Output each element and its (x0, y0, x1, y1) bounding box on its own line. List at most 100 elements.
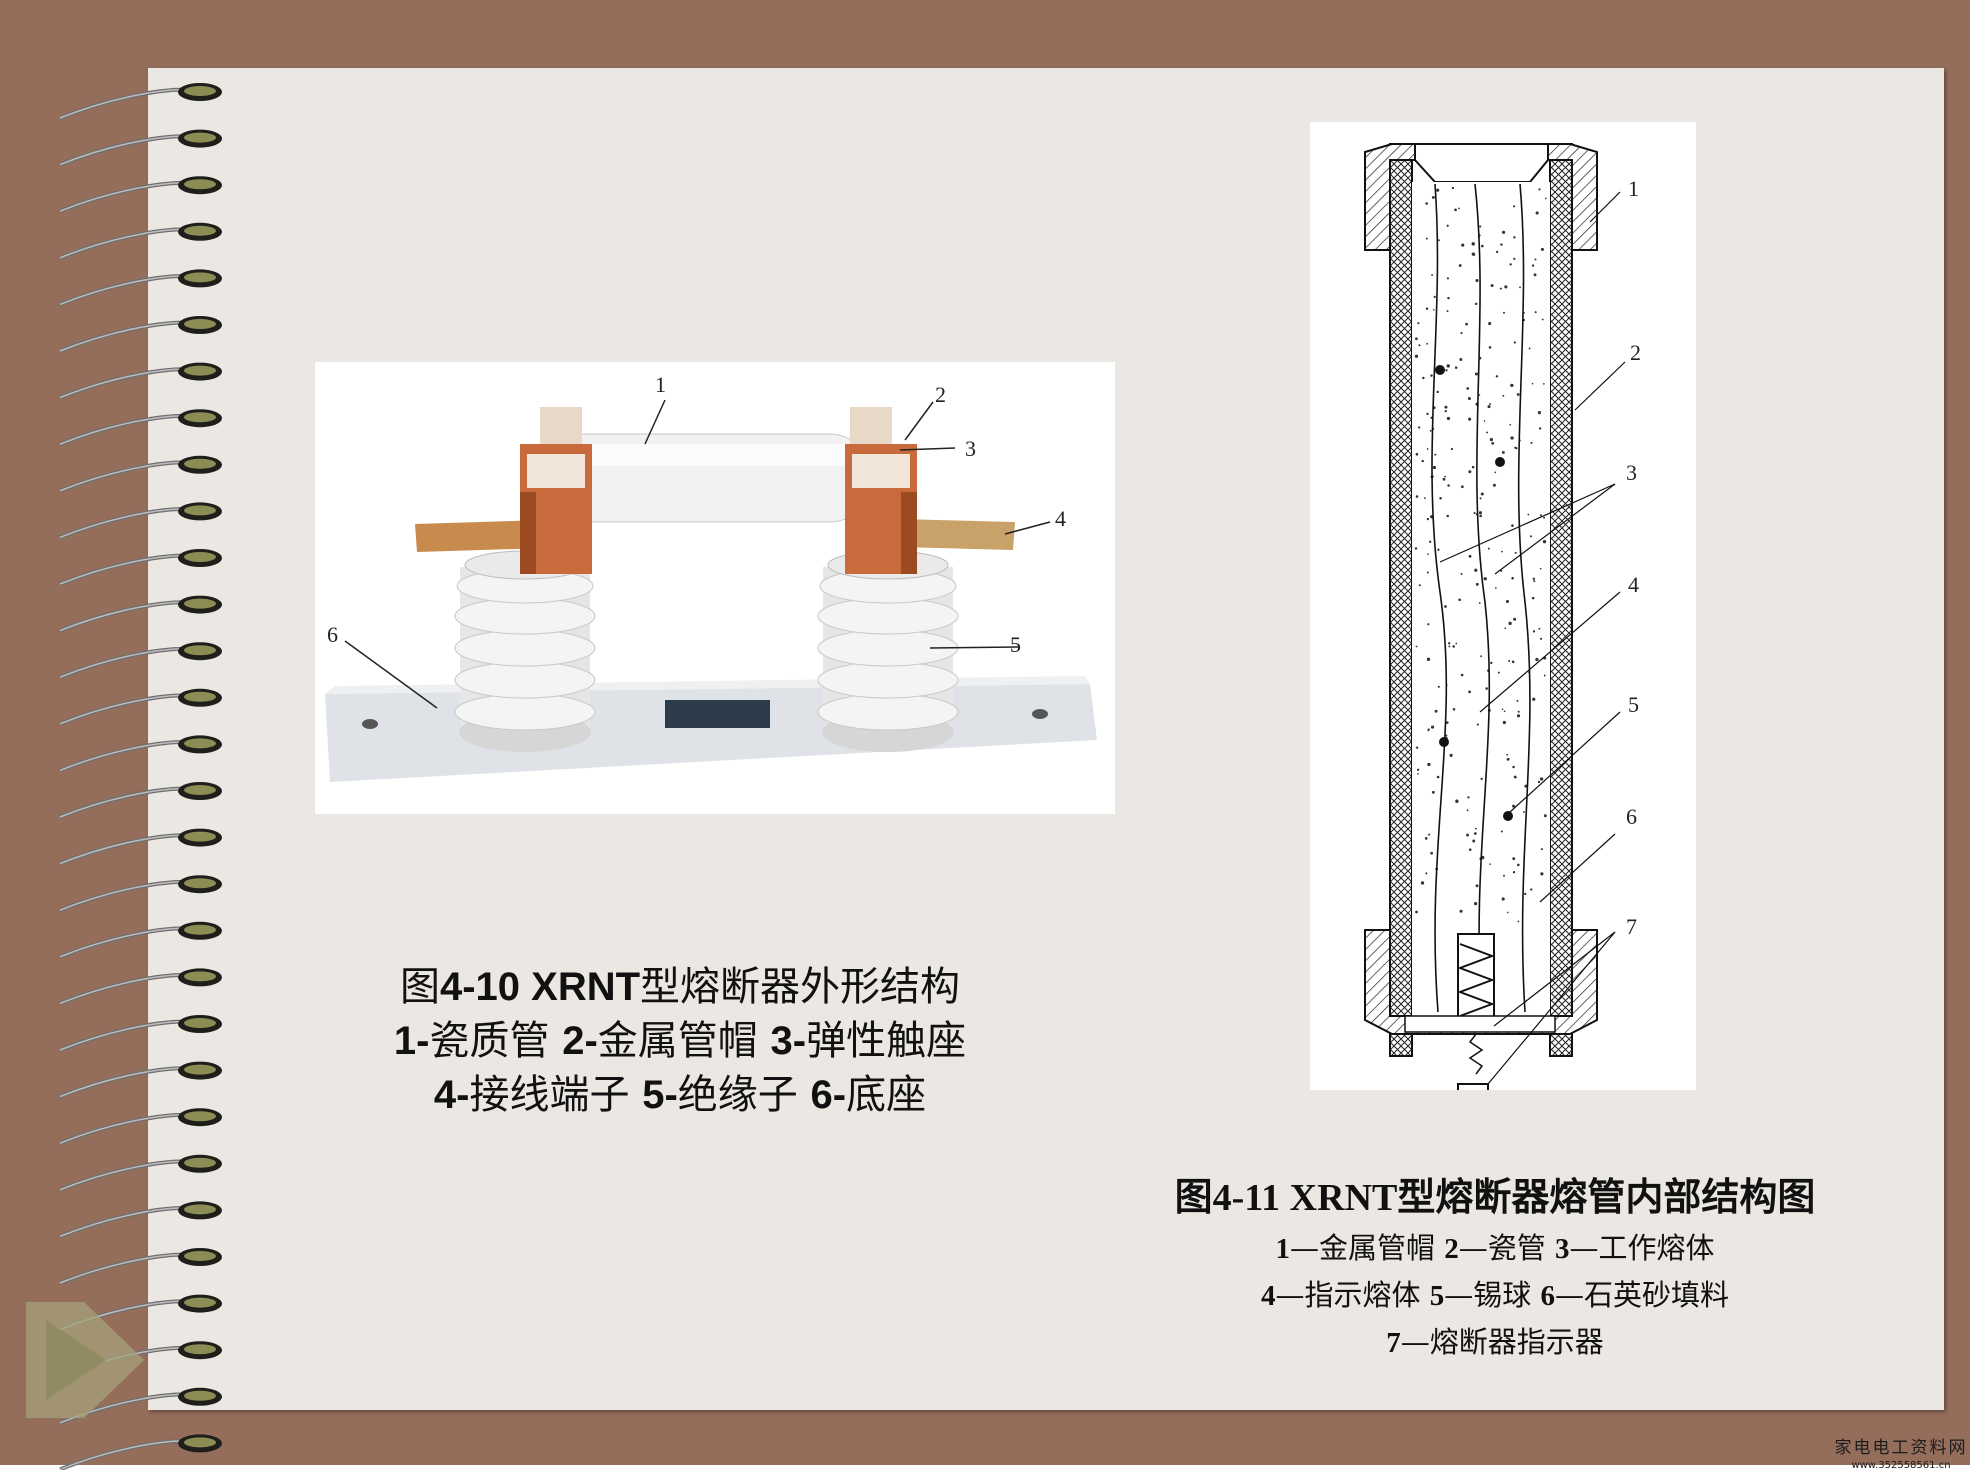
sand-grain (1425, 202, 1428, 205)
sand-grain (1430, 725, 1435, 729)
sand-grain (1513, 775, 1517, 779)
sand-grain (1460, 331, 1463, 335)
sand-grain (1513, 617, 1517, 621)
sand-grain (1516, 699, 1519, 702)
spiral-ring (59, 409, 222, 447)
sand-grain (1516, 393, 1520, 396)
sand-grain (1534, 311, 1537, 314)
sand-grain (1543, 383, 1545, 385)
sand-grain (1424, 837, 1428, 840)
sand-grain (1501, 550, 1503, 553)
sand-grain (1531, 596, 1535, 600)
sand-grain (1481, 244, 1484, 248)
callout-2: 2 (1630, 340, 1641, 365)
site-watermark: 家电电工资料网 www.352558561.cn (1834, 1438, 1968, 1478)
quartz-sand-filler (1412, 182, 1550, 1016)
sand-grain (1490, 284, 1494, 288)
sand-grain (1539, 567, 1542, 570)
sand-grain (1501, 897, 1505, 901)
sand-grain (1427, 728, 1430, 731)
sand-grain (1460, 673, 1464, 677)
sand-grain (1438, 239, 1440, 242)
sand-grain (1512, 870, 1516, 874)
callout-2: 2 (935, 382, 946, 407)
sand-grain (1452, 708, 1456, 711)
sand-grain (1509, 423, 1512, 426)
sand-grain (1489, 403, 1491, 405)
spiral-ring (59, 362, 222, 400)
sand-grain (1523, 811, 1525, 813)
sand-grain (1480, 492, 1484, 496)
sand-grain (1437, 548, 1440, 551)
spiral-ring (59, 595, 222, 633)
sand-grain (1432, 465, 1437, 470)
spiral-ring (59, 828, 222, 866)
sand-grain (1535, 211, 1539, 215)
sand-grain (1487, 405, 1491, 409)
sand-grain (1479, 497, 1482, 500)
sand-grain (1425, 237, 1428, 240)
sand-grain (1427, 762, 1431, 767)
sand-grain (1458, 598, 1461, 602)
sand-grain (1538, 188, 1541, 191)
sand-grain (1491, 441, 1495, 445)
sand-grain (1514, 551, 1517, 554)
sand-grain (1434, 453, 1437, 456)
sand-grain (1426, 448, 1429, 450)
caption-legend-line-1: 1—金属管帽 2—瓷管 3—工作熔体 (1275, 1231, 1715, 1265)
tin-ball-2 (1495, 457, 1505, 467)
sand-grain (1468, 848, 1472, 851)
sand-grain (1503, 311, 1505, 314)
sand-grain (1488, 321, 1492, 326)
sand-grain (1472, 839, 1476, 843)
sand-grain (1506, 757, 1510, 761)
sand-grain (1503, 710, 1506, 713)
spiral-ring (59, 875, 222, 913)
sand-grain (1535, 657, 1539, 662)
sand-grain (1475, 582, 1479, 586)
sand-grain (1534, 258, 1537, 261)
spiral-binding (59, 83, 222, 1470)
sand-grain (1541, 318, 1544, 321)
sand-grain (1417, 772, 1419, 775)
sand-grain (1425, 872, 1428, 875)
sand-grain (1446, 224, 1449, 227)
tin-ball-4 (1503, 811, 1513, 821)
spiral-ring (59, 688, 222, 726)
spiral-ring (59, 782, 222, 819)
sand-grain (1500, 243, 1503, 246)
callout-6: 6 (1626, 804, 1637, 829)
sand-grain (1533, 580, 1536, 583)
sand-grain (1512, 804, 1515, 808)
caption-legend-line-2: 4-接线端子 5-绝缘子 6-底座 (433, 1072, 927, 1118)
sand-grain (1479, 514, 1482, 518)
caption-title: 图4-10 XRNT型熔断器外形结构 (399, 964, 961, 1010)
spiral-ring (59, 1201, 222, 1239)
spiral-ring (59, 222, 222, 260)
spiral-ring (59, 1108, 222, 1146)
sand-grain (1517, 710, 1520, 713)
sand-grain (1437, 685, 1440, 688)
tin-ball-3 (1439, 737, 1449, 747)
sand-grain (1497, 671, 1500, 674)
sand-grain (1532, 697, 1536, 701)
sand-grain (1426, 571, 1429, 574)
sand-grain (1424, 497, 1426, 500)
sand-grain (1429, 540, 1432, 543)
sand-grain (1415, 645, 1418, 648)
sand-grain (1542, 539, 1547, 544)
sand-grain (1458, 264, 1462, 267)
sand-grain (1490, 661, 1493, 665)
sand-grain (1415, 452, 1419, 456)
sand-grain (1416, 768, 1420, 771)
sand-grain (1539, 514, 1542, 517)
sand-grain (1473, 832, 1477, 835)
sand-grain (1533, 273, 1537, 277)
sand-grain (1506, 753, 1508, 756)
sand-grain (1540, 848, 1543, 851)
sand-grain (1543, 516, 1546, 519)
sand-grain (1448, 642, 1451, 645)
sand-grain (1475, 279, 1479, 283)
spiral-ring (59, 269, 222, 307)
callout-1: 1 (1628, 176, 1639, 201)
